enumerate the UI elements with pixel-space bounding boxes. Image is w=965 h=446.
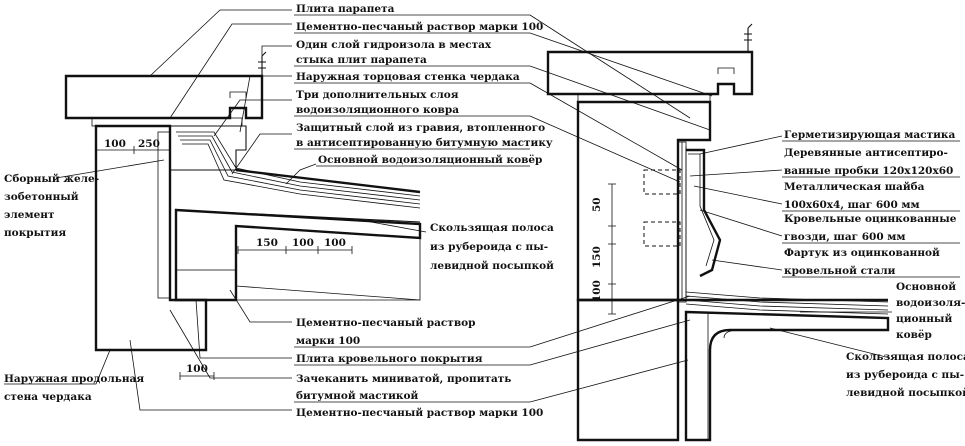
right-wood-plug-lower — [643, 221, 681, 247]
label-fartuk-2: кровельной стали — [784, 265, 896, 277]
label-sborny-2: зобетонный — [4, 191, 79, 203]
label-zashchitny-1: Защитный слой из гравия, втопленного — [296, 122, 545, 134]
left-dim-100-top: 100 — [104, 138, 126, 150]
left-dim-150: 150 — [256, 237, 278, 249]
label-gvozdi-2: гвозди, шаг 600 мм — [784, 231, 906, 243]
label-sborny-4: покрытия — [4, 227, 66, 239]
right-main-wall — [576, 298, 680, 442]
right-anchor-icon — [744, 23, 753, 52]
label-plita-parapeta: Плита парапета — [296, 3, 395, 15]
label-rastvor-mid-2: марки 100 — [296, 335, 360, 347]
left-dim-250: 250 — [138, 138, 160, 150]
label-odin-sloy-1: Один слой гидроизола в местах — [296, 39, 492, 51]
label-derev-2: ванные пробки 120х120х60 — [784, 165, 953, 177]
right-dim-150: 150 — [591, 246, 603, 268]
label-zachekanit-2: битумной мастикой — [296, 390, 418, 402]
label-skolz-1: Скользящая полоса — [430, 222, 554, 234]
label-rastvor-mid-1: Цементно-песчаный раствор — [296, 317, 475, 329]
label-skolz-2: из рубероида с пы- — [430, 241, 548, 253]
left-dim-100-a: 100 — [292, 237, 314, 249]
label-plita-krov: Плита кровельного покрытия — [296, 353, 483, 365]
right-wood-plug-upper — [643, 169, 681, 195]
label-osnovnoy-kover: Основной водоизоляционный ковёр — [318, 154, 542, 166]
label-right-skolz-1: Скользящая полоса — [846, 351, 965, 363]
label-zashchitny-2: в антисептированную битумную мастику — [296, 137, 553, 149]
right-dim-100: 100 — [591, 280, 603, 302]
label-right-skolz-2: из рубероида с пы- — [846, 369, 964, 381]
label-sborny-3: элемент — [4, 209, 55, 221]
label-skolz-3: левидной посыпкой — [430, 260, 554, 272]
label-tri-sloya-2: водоизоляционного ковра — [296, 104, 459, 116]
label-osn-1: Основной — [896, 281, 956, 293]
label-osn-4: ковёр — [896, 329, 932, 341]
label-osn-2: водоизоля- — [896, 297, 965, 309]
left-detail: 100 250 150 100 100 100 Плита парапе — [4, 3, 554, 419]
right-dim-50: 50 — [591, 197, 603, 212]
left-dim-100-b: 100 — [324, 237, 346, 249]
left-outer-wall — [94, 124, 208, 352]
label-zachekanit-1: Зачеканить миниватой, пропитать — [296, 373, 511, 385]
left-roof-slab — [174, 208, 422, 302]
label-fartuk-1: Фартук из оцинкованной — [784, 247, 940, 259]
label-derev-1: Деревянные антисептиро- — [784, 147, 948, 159]
label-shayba-1: Металлическая шайба — [784, 181, 925, 193]
label-torcevaya: Наружная торцовая стенка чердака — [296, 71, 520, 83]
label-prodolnaya-1: Наружная продольная — [4, 373, 144, 385]
left-parapet-slab — [64, 74, 264, 120]
label-gvozdi-1: Кровельные оцинкованные — [784, 213, 957, 225]
right-waterproof-layers — [685, 291, 889, 315]
label-shayba-2: 100х60х4, шаг 600 мм — [784, 199, 920, 211]
label-osn-3: ционный — [896, 313, 952, 325]
label-right-skolz-3: левидной посыпкой — [846, 387, 965, 399]
label-rastvor-bottom: Цементно-песчаный раствор марки 100 — [296, 407, 543, 419]
right-parapet-slab — [546, 50, 754, 96]
right-apron — [686, 148, 722, 278]
label-germ-mastika: Герметизирующая мастика — [784, 129, 955, 141]
label-rastvor-100-top: Цементно-песчаный раствор марки 100 — [296, 21, 543, 33]
label-prodolnaya-2: стена чердака — [4, 391, 92, 403]
label-tri-sloya-1: Три дополнительных слоя — [296, 89, 459, 101]
label-odin-sloy-2: стыка плит парапета — [296, 54, 427, 66]
label-sborny-1: Сборный желе- — [4, 173, 99, 185]
right-detail: 50 150 100 Герметизирующая мастика Дерев… — [529, 14, 965, 442]
left-parapet-wall — [169, 125, 247, 171]
left-dim-100-bottom: 100 — [186, 363, 208, 375]
